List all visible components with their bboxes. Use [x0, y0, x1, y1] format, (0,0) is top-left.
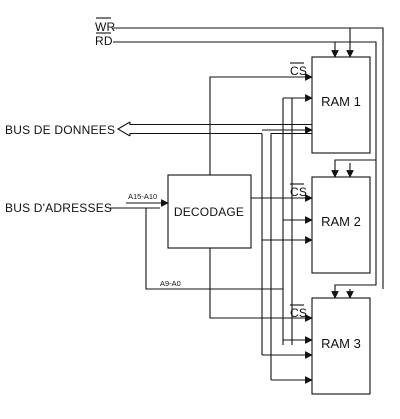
lower-address-label: A9-A0 [160, 279, 181, 288]
ram1-label: RAM 1 [321, 94, 361, 109]
cs2-label: CS [290, 185, 307, 199]
cs1-label: CS [290, 64, 307, 78]
wr-line [113, 27, 384, 299]
address-bus-label: BUS D'ADRESSES [5, 201, 112, 215]
data-bus-label: BUS DE DONNEES [5, 123, 115, 137]
ram1-block [311, 56, 371, 154]
ram3-block [311, 297, 371, 395]
wr-label: WR [95, 20, 116, 34]
address-bus [110, 94, 313, 345]
rd-line [113, 41, 377, 299]
ram3-label: RAM 3 [321, 336, 361, 351]
ram2-label: RAM 2 [321, 214, 361, 229]
cs3-label: CS [290, 306, 307, 320]
cs-lines [209, 73, 313, 322]
rd-label: RD [95, 34, 113, 48]
decoder-label: DECODAGE [174, 205, 244, 219]
ram2-block [311, 176, 371, 274]
upper-address-label: A15-A10 [128, 192, 157, 201]
data-taps [262, 126, 313, 384]
